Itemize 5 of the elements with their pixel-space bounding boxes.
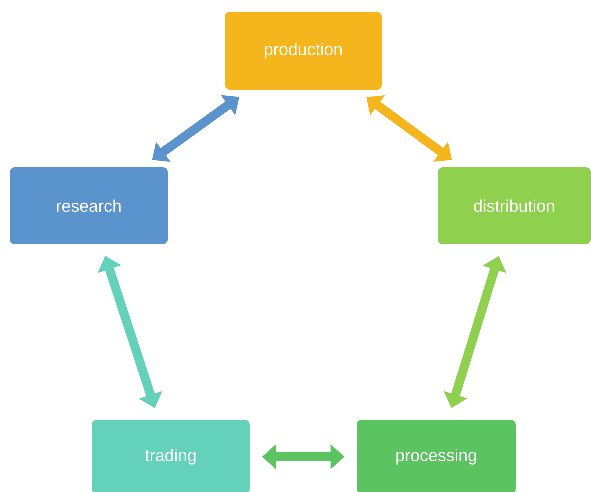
process-box: processing: [357, 420, 516, 492]
process-box: research: [10, 167, 168, 244]
process-box: trading: [92, 420, 250, 492]
process-box: production: [225, 12, 382, 90]
process-box: distribution: [438, 167, 591, 244]
